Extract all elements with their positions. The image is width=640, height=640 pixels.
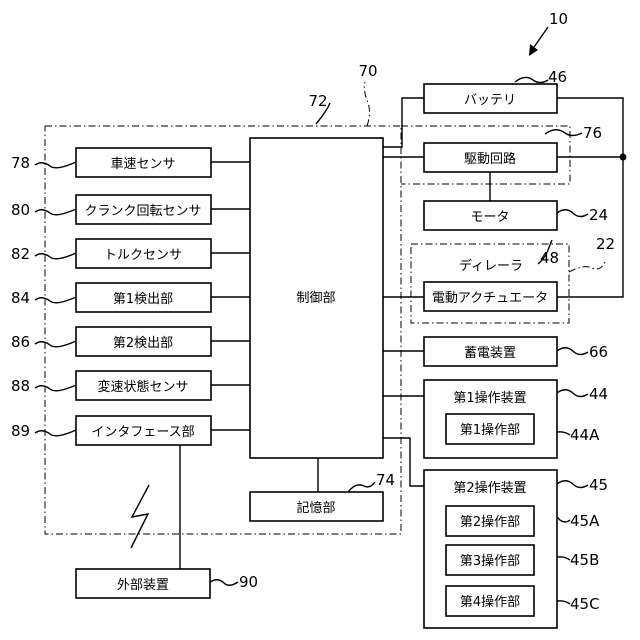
ref-70: 70 [358,62,377,80]
svg-text:第2操作部: 第2操作部 [460,514,520,530]
ref-48: 48 [540,249,559,267]
ref-86: 86 [11,333,30,351]
second-operating-unit: 第2操作部 [446,506,534,536]
second-detector: 第2検出部 [76,327,211,356]
svg-text:第2操作装置: 第2操作装置 [453,480,526,496]
svg-text:外部装置: 外部装置 [117,578,169,593]
ref-89: 89 [11,422,30,440]
svg-text:インタフェース部: インタフェース部 [91,425,194,440]
ref-45: 45 [589,476,608,494]
ref-88: 88 [11,377,30,395]
svg-text:電動アクチュエータ: 電動アクチュエータ [432,291,548,306]
wireless-signal-icon [131,485,149,548]
junction-dot [620,154,627,161]
svg-text:バッテリ: バッテリ [464,93,516,108]
svg-text:蓄電装置: 蓄電装置 [464,346,516,361]
svg-text:駆動回路: 駆動回路 [464,151,516,167]
interface-unit: インタフェース部 [76,416,211,445]
external-device: 外部装置 [76,569,210,598]
vehicle-speed-sensor: 車速センサ [76,148,211,177]
fourth-operating-unit: 第4操作部 [446,586,534,616]
ref-10: 10 [549,10,568,28]
first-detector: 第1検出部 [76,283,211,312]
first-operating-unit: 第1操作部 [446,414,534,444]
ref-76: 76 [583,124,602,142]
ref-24: 24 [589,206,608,224]
ref-82: 82 [11,245,30,263]
battery: バッテリ [424,84,557,113]
svg-text:クランク回転センサ: クランク回転センサ [84,204,201,219]
ref-44a: 44A [570,426,600,444]
svg-text:制御部: 制御部 [296,291,335,306]
shift-state-sensor: 変速状態センサ [76,371,211,400]
ref-45a: 45A [570,512,600,530]
motor: モータ [424,201,557,230]
svg-text:第1操作部: 第1操作部 [460,422,520,438]
link-battery-controller [383,98,424,147]
power-storage-device: 蓄電装置 [424,337,557,366]
ref-66: 66 [589,343,608,361]
memory: 記憶部 [250,492,383,521]
svg-text:モータ: モータ [470,210,509,225]
electric-actuator: 電動アクチュエータ [424,282,557,311]
ref-45c: 45C [570,595,600,613]
torque-sensor: トルクセンサ [76,239,211,268]
svg-text:第4操作部: 第4操作部 [460,594,520,610]
svg-text:記憶部: 記憶部 [296,500,335,516]
ref-84: 84 [11,289,30,307]
svg-text:第1操作装置: 第1操作装置 [453,390,526,406]
derailleur-label: ディレーラ [459,258,523,274]
ref-46: 46 [548,68,567,86]
system-arrow-icon [529,44,538,56]
ref-45b: 45B [570,551,599,569]
ref-44: 44 [589,385,608,403]
ref-74: 74 [376,471,395,489]
svg-text:トルクセンサ: トルクセンサ [104,248,182,263]
svg-text:第2検出部: 第2検出部 [113,336,173,351]
svg-text:第3操作部: 第3操作部 [460,553,520,569]
svg-text:変速状態センサ: 変速状態センサ [97,379,188,395]
ref-90: 90 [239,573,258,591]
svg-text:第1検出部: 第1検出部 [113,292,173,307]
ref-80: 80 [11,201,30,219]
drive-circuit: 駆動回路 [424,143,557,172]
ref-22: 22 [596,235,615,253]
svg-text:車速センサ: 車速センサ [110,157,175,172]
ref-78: 78 [11,154,30,172]
ref-72: 72 [308,92,327,110]
third-operating-unit: 第3操作部 [446,545,534,575]
controller: 制御部 [250,138,383,458]
crank-rotation-sensor: クランク回転センサ [76,195,211,224]
